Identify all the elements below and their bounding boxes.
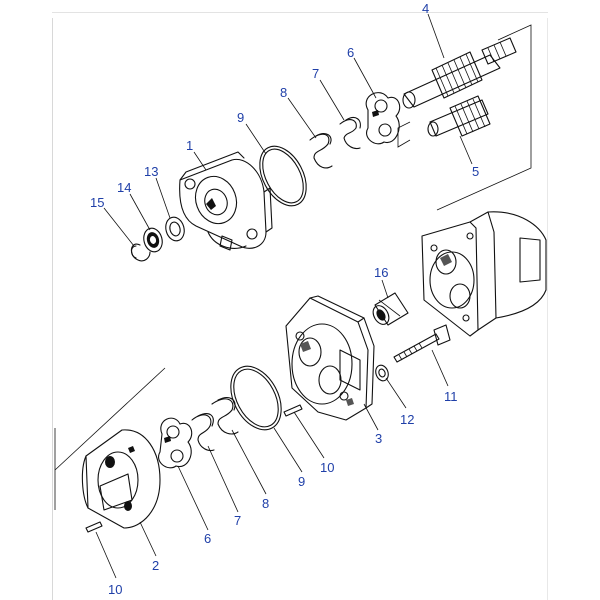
oil-seal-part-14 bbox=[143, 227, 163, 253]
leader-lines bbox=[95, 13, 473, 579]
callout-6-upper: 6 bbox=[347, 45, 354, 60]
callout-15: 15 bbox=[90, 195, 104, 210]
bolt-part-11 bbox=[393, 324, 451, 363]
gear-case-part-3 bbox=[285, 295, 375, 421]
o-ring-part-9-upper bbox=[259, 145, 307, 207]
callout-5: 5 bbox=[472, 164, 479, 179]
callout-9-lower: 9 bbox=[298, 474, 305, 489]
callout-6-lower: 6 bbox=[204, 531, 211, 546]
callout-4: 4 bbox=[422, 1, 429, 16]
callout-10-upper: 10 bbox=[320, 460, 334, 475]
seal-ring-part-8-lower bbox=[211, 397, 239, 435]
callout-13: 13 bbox=[144, 164, 158, 179]
callout-14: 14 bbox=[117, 180, 131, 195]
front-cover-part-1 bbox=[179, 151, 273, 251]
callout-8-upper: 8 bbox=[280, 85, 287, 100]
top-rule bbox=[52, 12, 548, 13]
side-plate-part-6-lower bbox=[158, 417, 193, 469]
seal-ring-part-8-upper bbox=[309, 133, 333, 169]
pump-body-rear bbox=[421, 211, 547, 337]
callout-11: 11 bbox=[444, 389, 458, 404]
side-plate-part-6-upper bbox=[365, 92, 401, 145]
upper-guide-lines bbox=[54, 24, 532, 510]
callout-10-lower: 10 bbox=[108, 582, 122, 597]
backup-ring-part-7-lower bbox=[191, 413, 215, 452]
callout-12: 12 bbox=[400, 412, 414, 427]
callout-16: 16 bbox=[374, 265, 388, 280]
rear-cover-part-2 bbox=[81, 429, 161, 529]
dowel-pin-part-10-lower bbox=[85, 521, 103, 533]
callout-9-upper: 9 bbox=[237, 110, 244, 125]
bushing-part-16 bbox=[372, 292, 409, 326]
callout-7-lower: 7 bbox=[234, 513, 241, 528]
dowel-pin-part-10-upper bbox=[283, 404, 303, 417]
callout-1: 1 bbox=[186, 138, 193, 153]
driven-gear-part-5 bbox=[427, 95, 491, 137]
washer-part-12 bbox=[375, 364, 389, 382]
callout-7-upper: 7 bbox=[312, 66, 319, 81]
snap-ring-part-15 bbox=[130, 243, 151, 262]
callout-3: 3 bbox=[375, 431, 382, 446]
o-ring-part-9-lower bbox=[230, 365, 282, 431]
backup-ring-part-7-upper bbox=[339, 117, 361, 150]
callout-8-lower: 8 bbox=[262, 496, 269, 511]
drive-shaft-part-4 bbox=[402, 37, 517, 109]
callout-labels: 4 5 6 7 8 9 1 13 14 15 16 11 12 3 10 9 8… bbox=[90, 1, 479, 597]
washer-part-13 bbox=[165, 216, 185, 242]
callout-2: 2 bbox=[152, 558, 159, 573]
